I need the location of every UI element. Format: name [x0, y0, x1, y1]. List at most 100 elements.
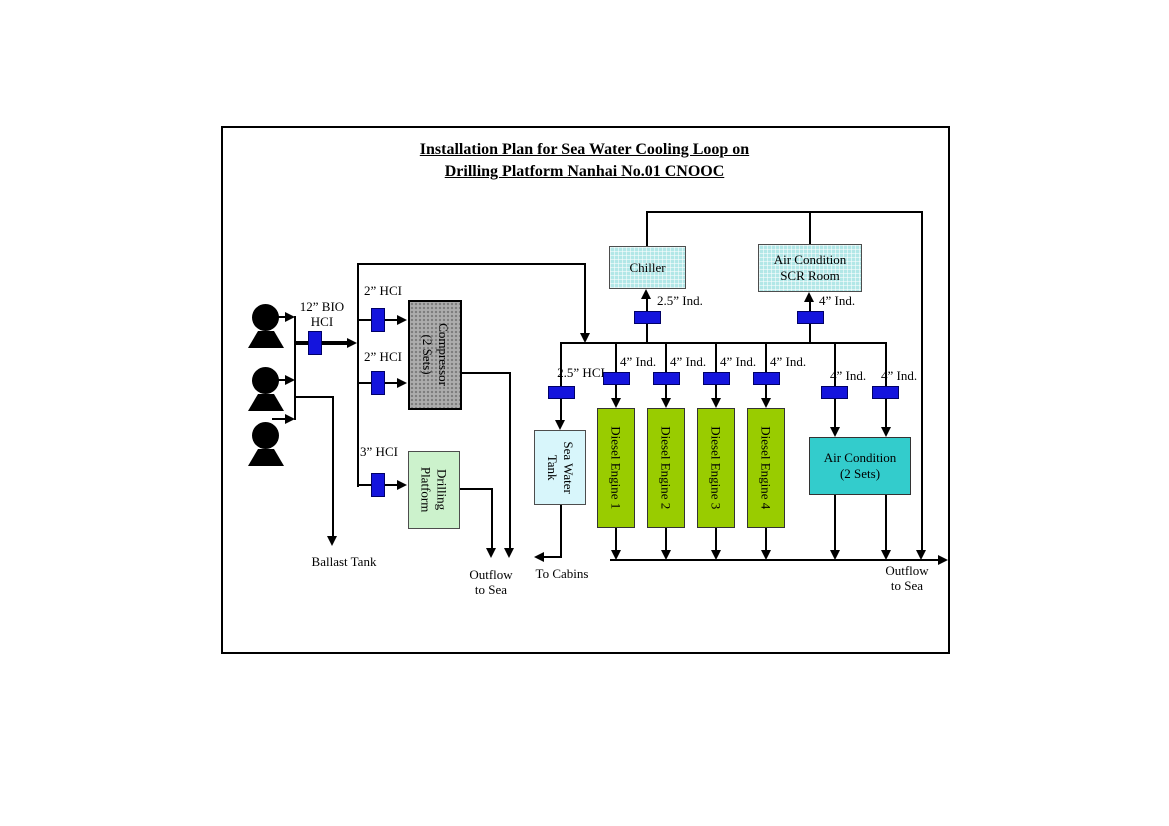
valve-engine-inlet-2	[653, 372, 680, 385]
arrow-right-icon	[938, 555, 948, 565]
pipe	[765, 342, 767, 401]
pipe	[560, 342, 562, 422]
title-line-2: Drilling Platform Nanhai No.01 CNOOC	[444, 163, 725, 181]
air-condition-2sets-box: Air Condition (2 Sets)	[809, 437, 911, 495]
pipe	[665, 528, 667, 552]
arrow-down-icon	[761, 398, 771, 408]
pipe	[272, 418, 286, 420]
arrow-down-icon	[611, 398, 621, 408]
arrow-down-icon	[916, 550, 926, 560]
compressor-box: Compressor (2 Sets)	[408, 300, 462, 410]
label-engine-inlet-3: 4” Ind.	[720, 354, 757, 369]
sea-water-pump-icon-1	[247, 302, 285, 348]
diesel-engine-3-box: Diesel Engine 3	[697, 408, 735, 528]
pipe	[765, 528, 767, 552]
label-engine-inlet-2: 4” Ind.	[670, 354, 707, 369]
compressor-label: Compressor (2 Sets)	[420, 323, 451, 387]
label-to-cabins: To Cabins	[535, 566, 589, 581]
arrow-down-icon	[881, 550, 891, 560]
valve-main-supply	[308, 331, 322, 355]
air-condition-scr-box: Air Condition SCR Room	[758, 244, 862, 292]
arrow-down-icon	[555, 420, 565, 430]
arrow-right-icon	[397, 378, 407, 388]
diagram-border	[221, 126, 950, 654]
arrow-right-icon	[347, 338, 357, 348]
arrow-down-icon	[881, 427, 891, 437]
valve-chiller-inlet	[634, 311, 661, 324]
diesel-engine-4-label: Diesel Engine 4	[758, 426, 774, 510]
diesel-engine-4-box: Diesel Engine 4	[747, 408, 785, 528]
chiller-box: Chiller	[609, 246, 686, 289]
arrow-down-icon	[661, 550, 671, 560]
label-ac-inlet-2: 4” Ind.	[881, 368, 918, 383]
pipe	[921, 211, 923, 552]
valve-compressor-inlet-1	[371, 308, 385, 332]
label-outflow-left: Outflow to Sea	[469, 567, 513, 597]
valve-ac-inlet-2	[872, 386, 899, 399]
sea-water-tank-box: Sea Water Tank	[534, 430, 586, 505]
pipe	[615, 528, 617, 552]
diesel-engine-2-box: Diesel Engine 2	[647, 408, 685, 528]
valve-tank-inlet	[548, 386, 575, 399]
pipe-return-loop	[646, 211, 923, 213]
label-tank-inlet: 2.5” HCI	[557, 365, 605, 380]
drilling-platform-box: Drilling Platform	[408, 451, 460, 529]
arrow-left-icon	[534, 552, 544, 562]
pipe	[615, 342, 617, 401]
arrow-down-icon	[711, 550, 721, 560]
pipe-manifold	[560, 342, 887, 344]
pipe	[834, 495, 836, 552]
label-scr-inlet: 4” Ind.	[819, 293, 856, 308]
arrow-down-icon	[327, 536, 337, 546]
label-compressor-inlet-2: 2” HCI	[364, 349, 402, 364]
pipe	[885, 495, 887, 552]
pipe	[357, 263, 586, 265]
pipe	[357, 263, 359, 487]
pump-head-icon	[252, 422, 279, 449]
valve-scr-inlet	[797, 311, 824, 324]
arrow-down-icon	[830, 427, 840, 437]
air-condition-scr-label: Air Condition SCR Room	[773, 252, 847, 283]
pipe	[584, 263, 586, 335]
label-main-supply: 12” BIO HCI	[299, 299, 345, 329]
sea-water-pump-icon-3	[247, 420, 285, 466]
label-compressor-inlet-1: 2” HCI	[364, 283, 402, 298]
pipe	[509, 372, 511, 550]
valve-compressor-inlet-2	[371, 371, 385, 395]
diesel-engine-1-label: Diesel Engine 1	[608, 426, 624, 510]
arrow-down-icon	[580, 333, 590, 343]
arrow-right-icon	[285, 312, 295, 322]
arrow-right-icon	[397, 315, 407, 325]
valve-engine-inlet-3	[703, 372, 730, 385]
diesel-engine-2-label: Diesel Engine 2	[658, 426, 674, 510]
valve-ac-inlet-1	[821, 386, 848, 399]
pipe	[715, 342, 717, 401]
pipe	[665, 342, 667, 401]
pump-base-icon	[248, 331, 284, 348]
arrow-down-icon	[486, 548, 496, 558]
pipe	[332, 396, 334, 538]
air-condition-2sets-label: Air Condition (2 Sets)	[823, 450, 897, 481]
diagram-title: Installation Plan for Sea Water Cooling …	[221, 139, 948, 184]
label-chiller-inlet: 2.5” Ind.	[657, 293, 703, 308]
pipe	[272, 316, 286, 318]
pipe	[272, 379, 286, 381]
label-engine-inlet-1: 4” Ind.	[620, 354, 657, 369]
arrow-right-icon	[285, 414, 295, 424]
diesel-engine-3-label: Diesel Engine 3	[708, 426, 724, 510]
label-outflow-right: Outflow to Sea	[885, 563, 929, 593]
valve-platform-inlet	[371, 473, 385, 497]
drilling-platform-label: Drilling Platform	[419, 467, 450, 513]
pipe	[560, 505, 562, 557]
label-ballast-tank: Ballast Tank	[311, 554, 377, 569]
valve-engine-inlet-1	[603, 372, 630, 385]
sea-water-pump-icon-2	[247, 365, 285, 411]
pipe	[460, 488, 493, 490]
diesel-engine-1-box: Diesel Engine 1	[597, 408, 635, 528]
label-engine-inlet-4: 4” Ind.	[770, 354, 807, 369]
pipe	[294, 316, 296, 420]
arrow-right-icon	[285, 375, 295, 385]
pipe	[715, 528, 717, 552]
arrow-down-icon	[504, 548, 514, 558]
